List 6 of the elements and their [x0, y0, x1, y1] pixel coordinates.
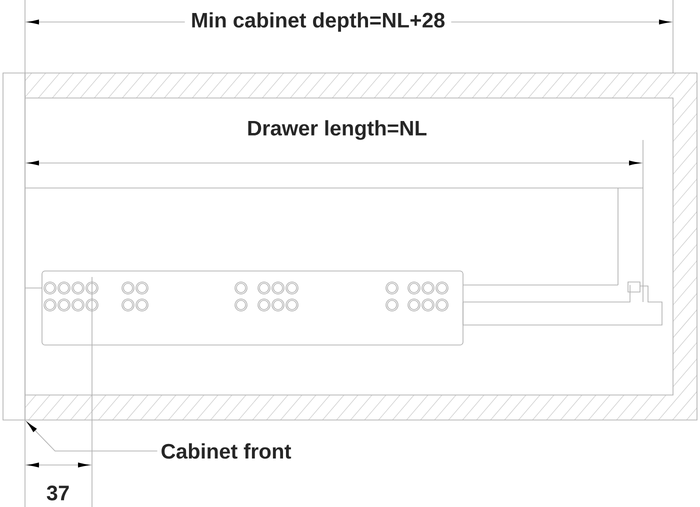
dimension-text: Min cabinet depth=NL+28 [184, 6, 452, 38]
front-panel [2, 72, 26, 420]
dimension-text: Drawer length=NL [240, 114, 434, 146]
callout-text: Cabinet front [162, 443, 292, 459]
leader-line [27, 422, 158, 452]
dimension-text: 37 [46, 486, 69, 500]
